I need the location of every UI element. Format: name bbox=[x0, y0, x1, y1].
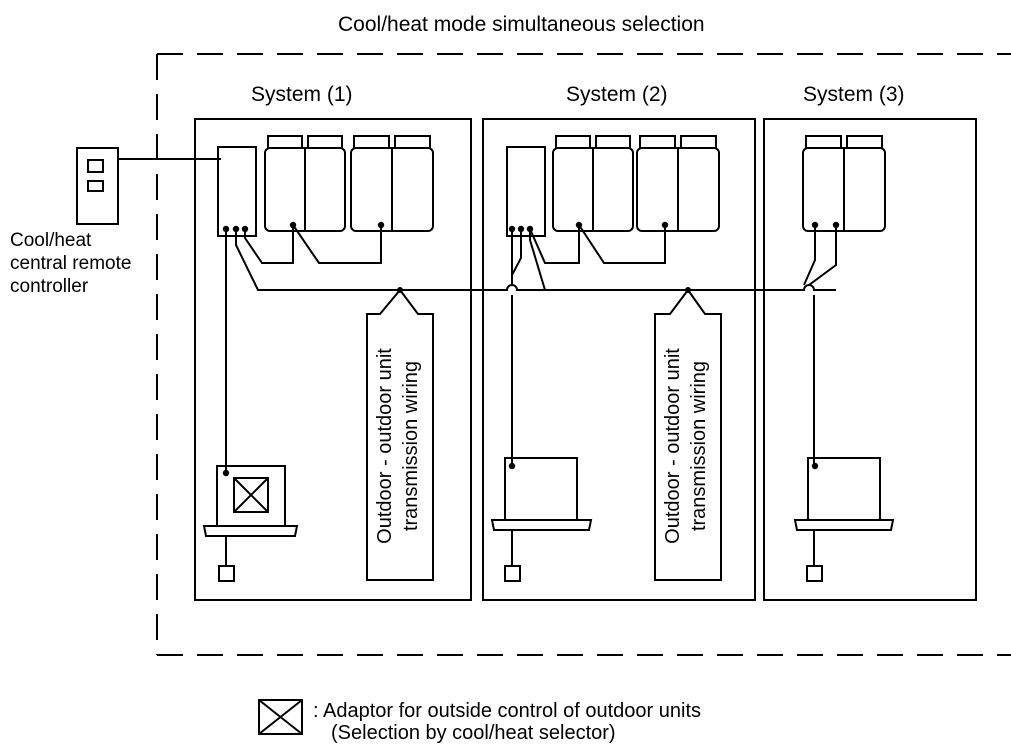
remote-controller-label-line1: Cool/heat bbox=[10, 230, 92, 251]
outdoor-transmission-wiring bbox=[400, 284, 836, 291]
system-2-equipment bbox=[490, 135, 720, 582]
wiring-callout-2-line2: transmission wiring bbox=[688, 360, 710, 532]
selection-group-boundary bbox=[156, 53, 1011, 656]
system-2-label: System (2) bbox=[566, 83, 668, 106]
system-3-label: System (3) bbox=[803, 83, 905, 106]
system-3-box bbox=[763, 118, 977, 601]
legend-adaptor-icon bbox=[258, 699, 303, 735]
central-remote-controller bbox=[76, 147, 221, 225]
legend-line1: : Adaptor for outside control of outdoor… bbox=[313, 700, 702, 722]
wiring-callout-2-line1: Outdoor - outdoor unit bbox=[662, 348, 684, 544]
wiring-callout-1-frame bbox=[366, 287, 434, 581]
remote-controller-label-line3: controller bbox=[10, 276, 89, 297]
outdoor-master-unit bbox=[217, 146, 257, 237]
wiring-callout-2-frame bbox=[654, 287, 722, 581]
wiring-callout-1-line1: Outdoor - outdoor unit bbox=[374, 348, 396, 544]
wiring-callout-1-line2: transmission wiring bbox=[400, 360, 422, 532]
system-3-equipment bbox=[793, 135, 895, 582]
diagram-title: Cool/heat mode simultaneous selection bbox=[338, 13, 705, 36]
system-1-box bbox=[194, 118, 472, 601]
legend-line2: (Selection by cool/heat selector) bbox=[331, 722, 616, 744]
system-1-equipment bbox=[202, 135, 434, 582]
system-2-box bbox=[482, 118, 756, 601]
adaptor-box-icon bbox=[233, 477, 269, 513]
outdoor-master-unit bbox=[506, 146, 546, 237]
system-1-label: System (1) bbox=[251, 83, 353, 106]
remote-controller-label-line2: central remote bbox=[10, 253, 132, 274]
